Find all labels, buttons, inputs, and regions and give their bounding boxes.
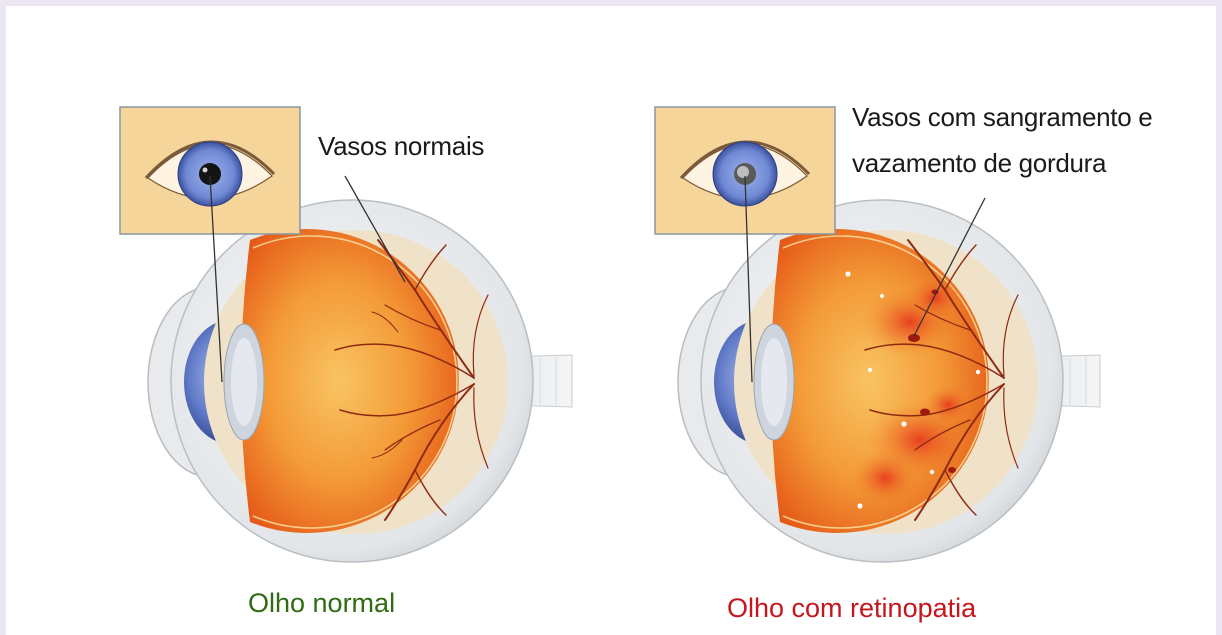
normal-vessels-callout: Vasos normais: [318, 129, 484, 163]
normal-eye-lens: [224, 324, 264, 440]
normal-eye-caption: Olho normal: [248, 586, 395, 620]
retinopathy-eye-lens: [754, 324, 794, 440]
retinopathy-eye-caption: Olho com retinopatia: [727, 591, 976, 625]
normal-eye-inset-box: [120, 107, 300, 234]
retinopathy-vessels-callout-line2: vazamento de gordura: [852, 146, 1106, 180]
retinopathy-vessels-callout-line1: Vasos com sangramento e: [852, 100, 1152, 134]
normal-eye-illustration: [120, 107, 572, 562]
retinopathy-eye-inset-box: [655, 107, 835, 234]
